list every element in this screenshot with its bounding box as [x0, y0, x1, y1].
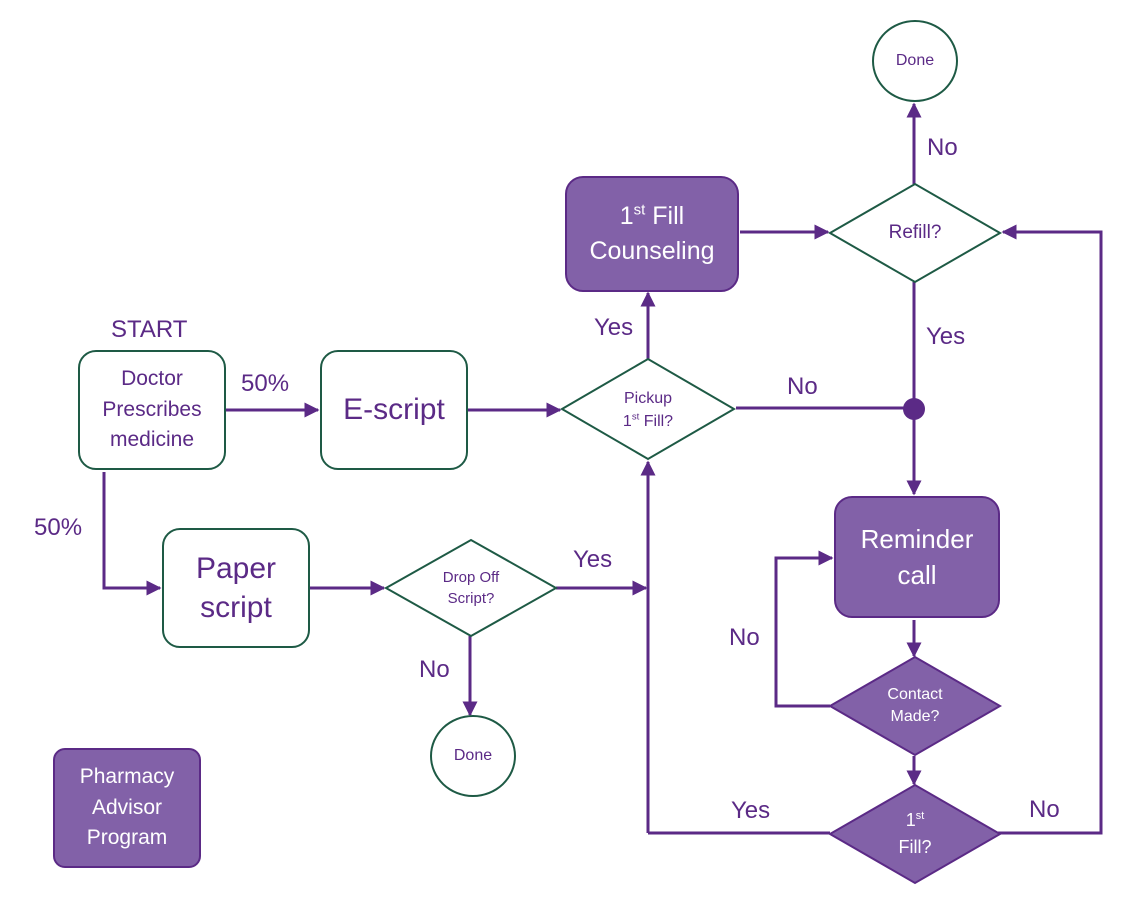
refill-text: Refill?: [860, 218, 970, 248]
edge-doctor-paper: [102, 472, 162, 596]
doctor-line1: Doctor: [121, 367, 183, 391]
reminder-line2: call: [897, 560, 937, 590]
done-bottom-node: Done: [430, 715, 516, 797]
firstfill-diamond: [827, 783, 1003, 885]
reminder-node: Reminder call: [834, 496, 1000, 618]
edge-firstfill-no: [998, 224, 1103, 835]
dropoff-line2: Script?: [447, 590, 495, 607]
firstfill-line1: 1st: [905, 810, 925, 830]
label-doctor-escript: 50%: [241, 370, 290, 397]
done-top-node: Done: [872, 20, 958, 102]
reminder-line1: Reminder: [860, 523, 974, 554]
label-doctor-paper: 50%: [34, 514, 83, 541]
firstfill-text: 1st Fill?: [865, 804, 965, 864]
label-firstfill-yes: Yes: [731, 797, 771, 824]
label-pickup-no: No: [787, 373, 818, 400]
legend-line2: Advisor: [91, 795, 163, 819]
label-firstfill-no: No: [1029, 796, 1060, 823]
done-top-label: Done: [895, 52, 935, 69]
dropoff-line1: Drop Off: [442, 569, 500, 586]
dropoff-diamond: [383, 538, 559, 638]
doctor-line3: medicine: [109, 428, 195, 452]
contact-line2: Made?: [890, 708, 940, 725]
refill-diamond: [827, 182, 1003, 284]
counseling-line1: 1st Fill: [619, 201, 685, 230]
label-pickup-yes: Yes: [594, 314, 634, 341]
junction-dot: [903, 398, 925, 420]
label-refill-yes: Yes: [926, 323, 966, 350]
contact-text: Contact Made?: [855, 680, 975, 732]
counseling-line2: Counseling: [589, 237, 715, 265]
start-label: START: [111, 316, 188, 343]
label-dropoff-no: No: [419, 656, 450, 683]
dropoff-text: Drop Off Script?: [406, 560, 536, 616]
edge-contact-no: [774, 550, 834, 708]
escript-label: E-script: [343, 393, 445, 426]
firstfill-line2: Fill?: [898, 837, 932, 857]
pickup-text: Pickup 1st Fill?: [583, 382, 713, 438]
paper-script-node: Paper script: [162, 528, 310, 648]
legend-line3: Program: [86, 826, 168, 850]
contact-diamond: [827, 655, 1003, 757]
counseling-node: 1st Fill Counseling: [565, 176, 739, 292]
pickup-line1: Pickup: [623, 389, 673, 407]
refill-label: Refill?: [888, 222, 942, 244]
doctor-line2: Prescribes: [102, 397, 202, 421]
escript-node: E-script: [320, 350, 468, 470]
label-refill-no: No: [927, 134, 958, 161]
paper-line1: Paper: [195, 552, 277, 585]
label-dropoff-yes: Yes: [573, 546, 613, 573]
legend-program-box: Pharmacy Advisor Program: [53, 748, 201, 868]
contact-line1: Contact: [887, 685, 943, 703]
pickup-diamond: [560, 357, 736, 461]
done-bottom-label: Done: [453, 747, 493, 764]
paper-line2: script: [200, 591, 272, 624]
doctor-node: Doctor Prescribes medicine: [78, 350, 226, 470]
label-contact-no: No: [729, 624, 760, 651]
legend-line1: Pharmacy: [79, 765, 175, 789]
pickup-line2: 1st Fill?: [622, 411, 674, 430]
